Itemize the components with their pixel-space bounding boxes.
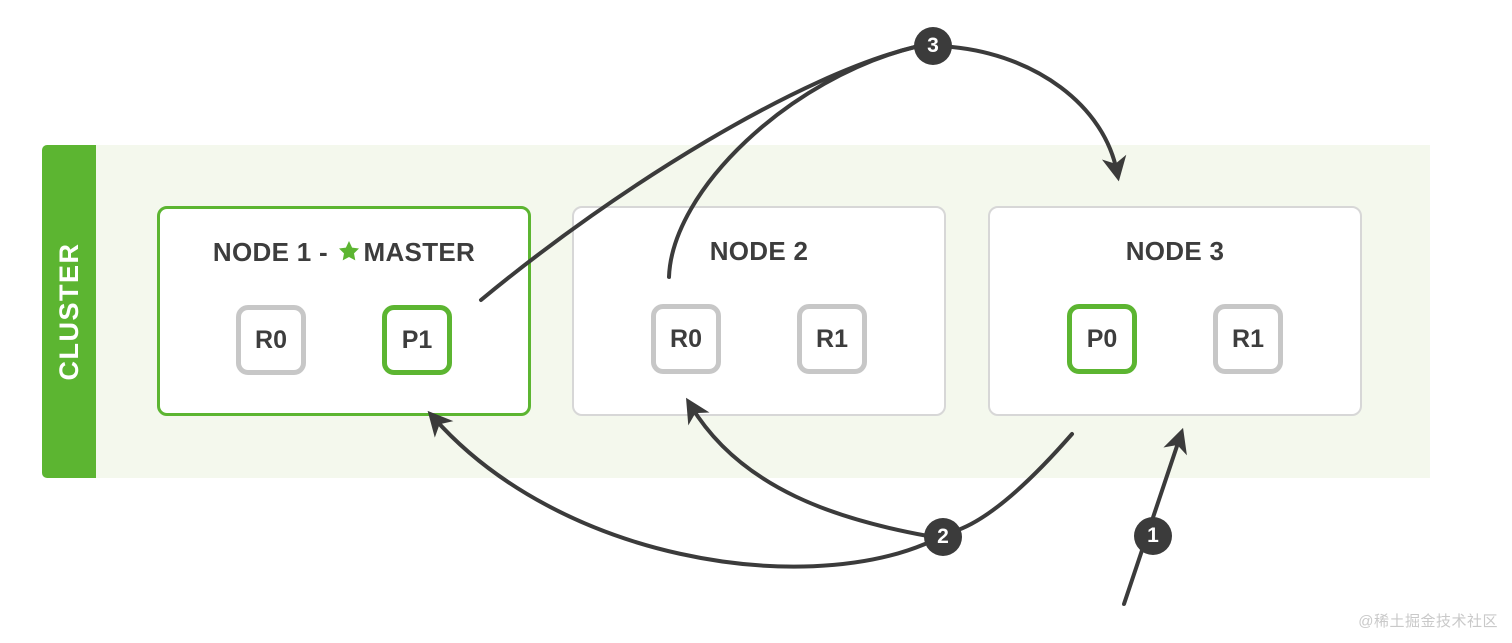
node-title-node-1: NODE 1 - MASTER	[160, 237, 528, 270]
step-badge-2[interactable]: 2	[924, 518, 962, 556]
shard-r1-node-2[interactable]: R1	[797, 304, 867, 374]
shard-r0-node-1[interactable]: R0	[236, 305, 306, 375]
step-badge-1[interactable]: 1	[1134, 517, 1172, 555]
shard-row-node-2: R0 R1	[574, 304, 944, 374]
shard-p0-node-3[interactable]: P0	[1067, 304, 1137, 374]
shard-row-node-1: R0 P1	[160, 305, 528, 375]
watermark: @稀土掘金技术社区	[1358, 613, 1498, 630]
node-title-prefix: NODE 1 -	[212, 237, 336, 267]
node-title-node-2: NODE 2	[709, 236, 809, 266]
node-title-node-3: NODE 3	[1125, 236, 1225, 266]
shard-row-node-3: P0 R1	[990, 304, 1360, 374]
star-icon	[337, 239, 361, 270]
node-card-node-3[interactable]: NODE 3 P0 R1	[988, 206, 1362, 416]
shard-p1-node-1[interactable]: P1	[382, 305, 452, 375]
node-card-node-1[interactable]: NODE 1 - MASTER R0 P1	[157, 206, 531, 416]
node-title-suffix: MASTER	[363, 237, 476, 267]
cluster-label: CLUSTER	[53, 242, 84, 381]
shard-r1-node-3[interactable]: R1	[1213, 304, 1283, 374]
shard-r0-node-2[interactable]: R0	[651, 304, 721, 374]
node-card-node-2[interactable]: NODE 2 R0 R1	[572, 206, 946, 416]
step-badge-3[interactable]: 3	[914, 27, 952, 65]
cluster-label-bar: CLUSTER	[42, 145, 96, 478]
